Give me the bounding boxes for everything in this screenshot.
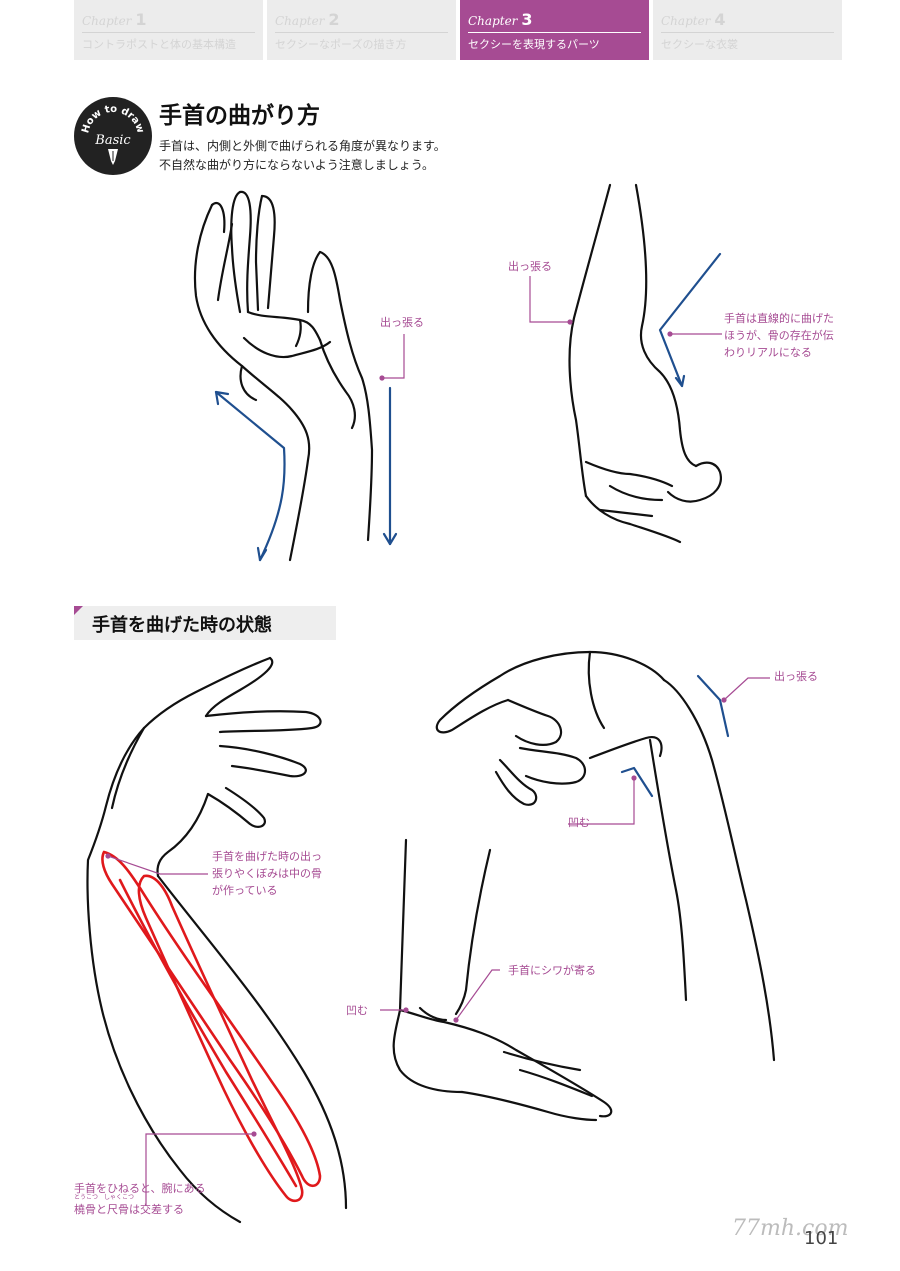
annotation-line: 手首は直線的に曲げた	[724, 312, 834, 325]
annotation-line: 手首をひねると、腕にある	[74, 1182, 206, 1195]
tab-word: Chapter	[661, 14, 711, 28]
palm-hand-illustration	[193, 190, 374, 562]
leader-dots	[105, 319, 727, 1137]
annotation-protrude-top-right: 出っ張る	[508, 260, 552, 273]
annotation-twist: 手首をひねると、腕にある 橈骨と尺骨は交差する	[74, 1178, 206, 1220]
tab-number: 4	[714, 10, 726, 29]
page-description: 手首は、内側と外側で曲げられる角度が異なります。 不自然な曲がり方にならないよう…	[159, 137, 446, 175]
annotation-ruby-ulna: しゃくこつ	[104, 1194, 135, 1201]
section-title: 手首を曲げた時の状態	[92, 615, 272, 636]
annotation-line: ほうが、骨の存在が伝	[724, 329, 834, 342]
tab-word: Chapter	[468, 14, 518, 28]
section-heading-bar	[74, 606, 336, 640]
dropped-hand-illustration	[392, 838, 613, 1122]
tab-label: セクシーを表現するパーツ	[468, 32, 641, 52]
direction-arrows	[214, 252, 730, 798]
pen-nib-icon: How to draw Basic	[80, 104, 146, 165]
tab-word: Chapter	[82, 14, 132, 28]
annotation-line: 手首を曲げた時の出っ	[212, 850, 322, 863]
tab-number: 1	[135, 10, 147, 29]
page-title: 手首の曲がり方	[159, 103, 320, 129]
annotation-dent-right: 凹む	[568, 816, 590, 829]
annotation-bone-shape: 手首を曲げた時の出っ 張りやくぼみは中の骨 が作っている	[212, 848, 322, 899]
tab-number: 2	[328, 10, 340, 29]
tab-label: セクシーな衣裳	[661, 32, 834, 52]
annotation-line: 橈骨と尺骨は交差する	[74, 1203, 184, 1216]
annotation-protrude-top-left: 出っ張る	[380, 316, 424, 329]
forearm-bones-illustration	[86, 656, 348, 1224]
annotation-dent-left: 凹む	[346, 1004, 368, 1017]
annotation-line: 張りやくぼみは中の骨	[212, 867, 322, 880]
annotation-straight-bend: 手首は直線的に曲げた ほうが、骨の存在が伝 わりリアルになる	[724, 310, 834, 361]
how-to-draw-badge: How to draw Basic	[74, 97, 152, 175]
description-line: 手首は、内側と外側で曲げられる角度が異なります。	[159, 139, 446, 153]
page-number: 101	[804, 1228, 839, 1249]
tab-label: コントラポストと体の基本構造	[82, 32, 255, 52]
leader-lines	[107, 276, 770, 1206]
annotation-line: が作っている	[212, 884, 278, 897]
annotation-ruby-radius: とうこつ	[74, 1194, 99, 1201]
annotation-protrude-right: 出っ張る	[774, 670, 818, 683]
section-corner-mark	[74, 606, 83, 615]
radius-ulna-bones	[101, 850, 322, 1203]
description-line: 不自然な曲がり方にならないよう注意しましょう。	[159, 158, 435, 172]
annotation-wrinkle: 手首にシワが寄る	[508, 964, 596, 977]
tab-label: セクシーなポーズの描き方	[275, 32, 448, 52]
badge-main-text: Basic	[94, 133, 131, 148]
bent-arm-illustration	[568, 183, 722, 544]
bent-hand-illustration	[435, 650, 776, 1062]
tab-word: Chapter	[275, 14, 325, 28]
watermark: 77mh.com	[732, 1216, 849, 1241]
tab-number: 3	[521, 10, 533, 29]
annotation-line: わりリアルになる	[724, 346, 812, 359]
